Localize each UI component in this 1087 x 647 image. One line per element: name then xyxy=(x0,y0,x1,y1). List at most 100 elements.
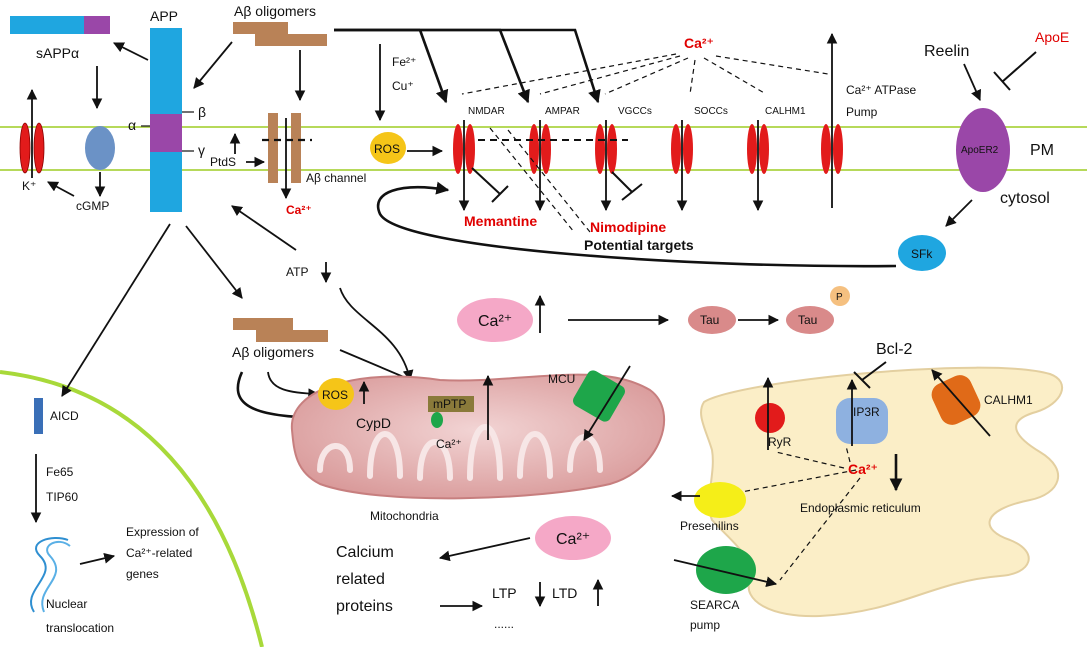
bcl2-label: Bcl-2 xyxy=(876,341,913,358)
ab-oligomer-mid-1 xyxy=(233,318,293,330)
mitochondria-cristae xyxy=(317,424,603,481)
nimodipine-inhibitor xyxy=(611,171,643,201)
pm-label: PM xyxy=(1030,142,1054,159)
sfk-circle xyxy=(898,235,946,271)
memantine-inhibitor xyxy=(471,167,509,203)
ab-oligomers-mid-label: Aβ oligomers xyxy=(232,344,314,360)
ca-cyto-label: Ca²⁺ xyxy=(478,313,512,330)
s-app-alpha-bar-purple xyxy=(84,16,110,34)
socc-channel xyxy=(671,124,693,174)
alpha-label: α xyxy=(128,117,136,133)
endoplasmic-label: Endoplasmic reticulum xyxy=(800,501,921,515)
cypd-label: CypD xyxy=(356,415,391,431)
app-bar-bottom xyxy=(150,152,182,212)
cgmp-label: cGMP xyxy=(76,199,109,213)
er-body xyxy=(700,366,1063,618)
ampar-channel xyxy=(529,124,551,174)
calcium-related-2: related xyxy=(336,571,385,588)
s-app-alpha-label: sAPPα xyxy=(36,45,79,61)
mptp-label: mPTP xyxy=(433,397,466,411)
presenilins-label: Presenilins xyxy=(680,519,739,533)
s-app-alpha-bar-blue xyxy=(10,16,84,34)
ab-channel-left xyxy=(268,113,278,183)
mptp-box xyxy=(428,396,474,412)
gamma-label: γ xyxy=(198,142,205,158)
fe65-label: Fe65 xyxy=(46,465,74,479)
ab-oligomer-mid-2 xyxy=(256,330,328,342)
nmdar-channel xyxy=(453,124,475,174)
calcium-related-1: Calcium xyxy=(336,544,394,561)
ab-oligomer-block-1 xyxy=(233,22,288,34)
ca-atpase-channel xyxy=(821,124,843,174)
sfk-label: SFk xyxy=(911,247,933,261)
atp-label: ATP xyxy=(286,265,308,279)
mitochondria-label: Mitochondria xyxy=(370,509,439,523)
translocation-label: translocation xyxy=(46,621,114,635)
searca-pump-label: pump xyxy=(690,618,720,632)
ryr-label: RyR xyxy=(768,435,792,449)
k-ion-label: K⁺ xyxy=(22,179,36,193)
vgccs-label: VGCCs xyxy=(618,106,652,117)
nmdar-label: NMDAR xyxy=(468,106,505,117)
dna-strand-2 xyxy=(41,540,71,613)
cytosol-label: cytosol xyxy=(1000,190,1050,207)
ca-cyto-ellipse xyxy=(457,298,533,342)
ab-oligomers-top-label: Aβ oligomers xyxy=(234,3,316,19)
ca-er-label: Ca²⁺ xyxy=(848,461,878,477)
ip3r-channel xyxy=(836,398,888,444)
expression-label-3: genes xyxy=(126,567,159,581)
potential-targets-label: Potential targets xyxy=(584,237,694,253)
calhm1-er-label: CALHM1 xyxy=(984,393,1033,407)
ca-mito-label: Ca²⁺ xyxy=(436,437,462,451)
nuclear-label: Nuclear xyxy=(46,597,87,611)
ca-lower-label: Ca²⁺ xyxy=(556,531,590,548)
tip60-label: TIP60 xyxy=(46,490,78,504)
ab-oligomer-block-2 xyxy=(255,34,327,46)
k-channel-right xyxy=(33,122,45,174)
app-bar-mid xyxy=(150,114,182,152)
soccs-label: SOCCs xyxy=(694,106,728,117)
ros-mito-label: ROS xyxy=(322,388,348,402)
memantine-label: Memantine xyxy=(464,213,537,229)
dna-strand-1 xyxy=(30,536,69,613)
aicd-bar xyxy=(34,398,43,434)
beta-label: β xyxy=(198,104,206,120)
ampar-label: AMPAR xyxy=(545,106,580,117)
cu-label: Cu⁺ xyxy=(392,79,414,93)
apoer2-receptor xyxy=(956,108,1010,192)
ltp-label: LTP xyxy=(492,585,517,601)
tau-2-ellipse xyxy=(786,306,834,334)
calhm1-pm-label: CALHM1 xyxy=(765,106,806,117)
ros-mito-circle xyxy=(318,378,354,410)
ab-channel-right xyxy=(291,113,301,183)
apoe-label: ApoE xyxy=(1035,29,1069,45)
presenilins-circle xyxy=(694,482,746,518)
app-bar-top xyxy=(150,28,182,114)
phosphate-label: P xyxy=(836,292,843,303)
calcium-related-3: proteins xyxy=(336,598,393,615)
ptds-label: PtdS xyxy=(210,155,236,169)
reelin-label: Reelin xyxy=(924,43,969,60)
ab-channel-label: Aβ channel xyxy=(306,171,366,185)
ca-lower-ellipse xyxy=(535,516,611,560)
bcl2-inhibitor xyxy=(853,361,887,389)
nimodipine-label: Nimodipine xyxy=(590,219,666,235)
ltd-label: LTD xyxy=(552,585,577,601)
tau-1-ellipse xyxy=(688,306,736,334)
app-label: APP xyxy=(150,8,178,24)
calhm1-pm-channel xyxy=(747,124,769,174)
cgmp-channel xyxy=(85,126,115,170)
nuclear-envelope xyxy=(0,370,264,647)
tau-1-label: Tau xyxy=(700,313,719,327)
apoer2-label: ApoER2 xyxy=(961,145,999,156)
ryr-channel xyxy=(755,403,785,433)
phosphate-circle xyxy=(830,286,850,306)
ca-atpase-label: Ca²⁺ ATPase xyxy=(846,83,916,97)
cypd-particle xyxy=(431,412,443,428)
mcu-label: MCU xyxy=(548,372,575,386)
ca-top-label: Ca²⁺ xyxy=(684,35,714,51)
vgcc-channel xyxy=(595,124,617,174)
ros-top-circle xyxy=(370,132,406,164)
fe-label: Fe²⁺ xyxy=(392,55,416,69)
